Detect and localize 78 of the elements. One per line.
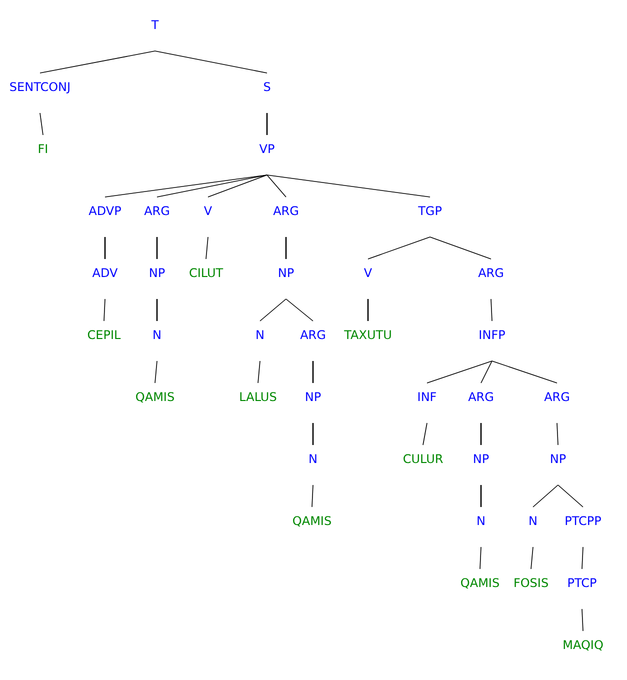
tree-branch-line: [582, 608, 584, 632]
word-label: FOSIS: [510, 569, 552, 609]
word-label: MAQIQ: [560, 631, 606, 671]
tree-branch-line: [206, 236, 208, 260]
tree-branch-line: [430, 236, 492, 260]
tree-branch-line: [154, 50, 268, 74]
category-label: ARG: [141, 197, 173, 237]
word-label: QAMIS: [457, 569, 503, 609]
tree-branch-line: [556, 422, 558, 446]
category-label: ARG: [541, 383, 573, 423]
word-label: LALUS: [236, 383, 280, 423]
tree-branch-line: [312, 361, 314, 383]
category-label: TGP: [415, 197, 445, 237]
tree-branch-line: [260, 298, 286, 322]
tree-branch-line: [286, 298, 314, 322]
tree-branch-line: [156, 237, 158, 259]
tree-branch-line: [266, 113, 268, 135]
category-label: T: [148, 11, 162, 51]
word-label: TAXUTU: [341, 321, 395, 361]
tree-branch-line: [266, 174, 430, 198]
category-label: N: [150, 321, 164, 361]
tree-branch-line: [312, 423, 314, 445]
tree-branch-line: [582, 546, 584, 570]
tree-branch-line: [154, 360, 158, 384]
tree-branch-line: [208, 174, 268, 198]
tree-branch-line: [480, 546, 482, 570]
category-label: NP: [274, 259, 298, 299]
word-label: CEPIL: [84, 321, 124, 361]
tree-branch-line: [426, 360, 492, 384]
word-label: FI: [34, 135, 52, 175]
tree-branch-line: [368, 236, 430, 260]
category-label: NP: [470, 445, 492, 485]
tree-branch-line: [480, 423, 482, 445]
word-label: CULUR: [400, 445, 446, 485]
tree-branch-line: [480, 360, 492, 384]
category-label: PTCP: [564, 569, 600, 609]
tree-branch-line: [104, 237, 106, 259]
tree-branch-line: [422, 422, 428, 446]
tree-branch-line: [558, 484, 584, 508]
category-label: PTCPP: [562, 507, 604, 547]
category-label: ADV: [89, 259, 121, 299]
category-label: INFP: [476, 321, 508, 361]
tree-branch-line: [532, 484, 558, 508]
word-label: QAMIS: [289, 507, 335, 547]
category-label: N: [252, 321, 268, 361]
tree-branch-line: [530, 546, 534, 570]
category-label: NP: [302, 383, 324, 423]
category-label: ARG: [297, 321, 329, 361]
category-label: V: [360, 259, 376, 299]
tree-branch-line: [312, 484, 314, 508]
tree-branch-line: [367, 299, 369, 321]
tree-branch-line: [104, 298, 106, 322]
word-label: QAMIS: [132, 383, 178, 423]
tree-branch-line: [492, 360, 558, 384]
category-label: N: [474, 507, 488, 547]
category-label: ARG: [465, 383, 497, 423]
tree-branch-line: [40, 112, 44, 136]
category-label: ADVP: [86, 197, 124, 237]
tree-branch-line: [285, 237, 287, 259]
category-label: ARG: [475, 259, 507, 299]
category-label: SENTCONJ: [6, 73, 74, 113]
tree-branch-line: [490, 298, 492, 322]
tree-branch-line: [480, 485, 482, 507]
category-label: S: [260, 73, 274, 113]
category-label: ARG: [270, 197, 302, 237]
tree-branch-line: [156, 174, 268, 198]
tree-branch-line: [258, 360, 260, 384]
category-label: NP: [146, 259, 168, 299]
category-label: NP: [546, 445, 570, 485]
word-label: CILUT: [186, 259, 226, 299]
tree-branch-line: [156, 299, 158, 321]
category-label: N: [526, 507, 540, 547]
tree-branch-line: [40, 50, 156, 74]
tree-branch-line: [266, 174, 286, 198]
category-label: INF: [414, 383, 440, 423]
category-label: V: [200, 197, 216, 237]
category-label: VP: [256, 135, 278, 175]
category-label: N: [306, 445, 320, 485]
